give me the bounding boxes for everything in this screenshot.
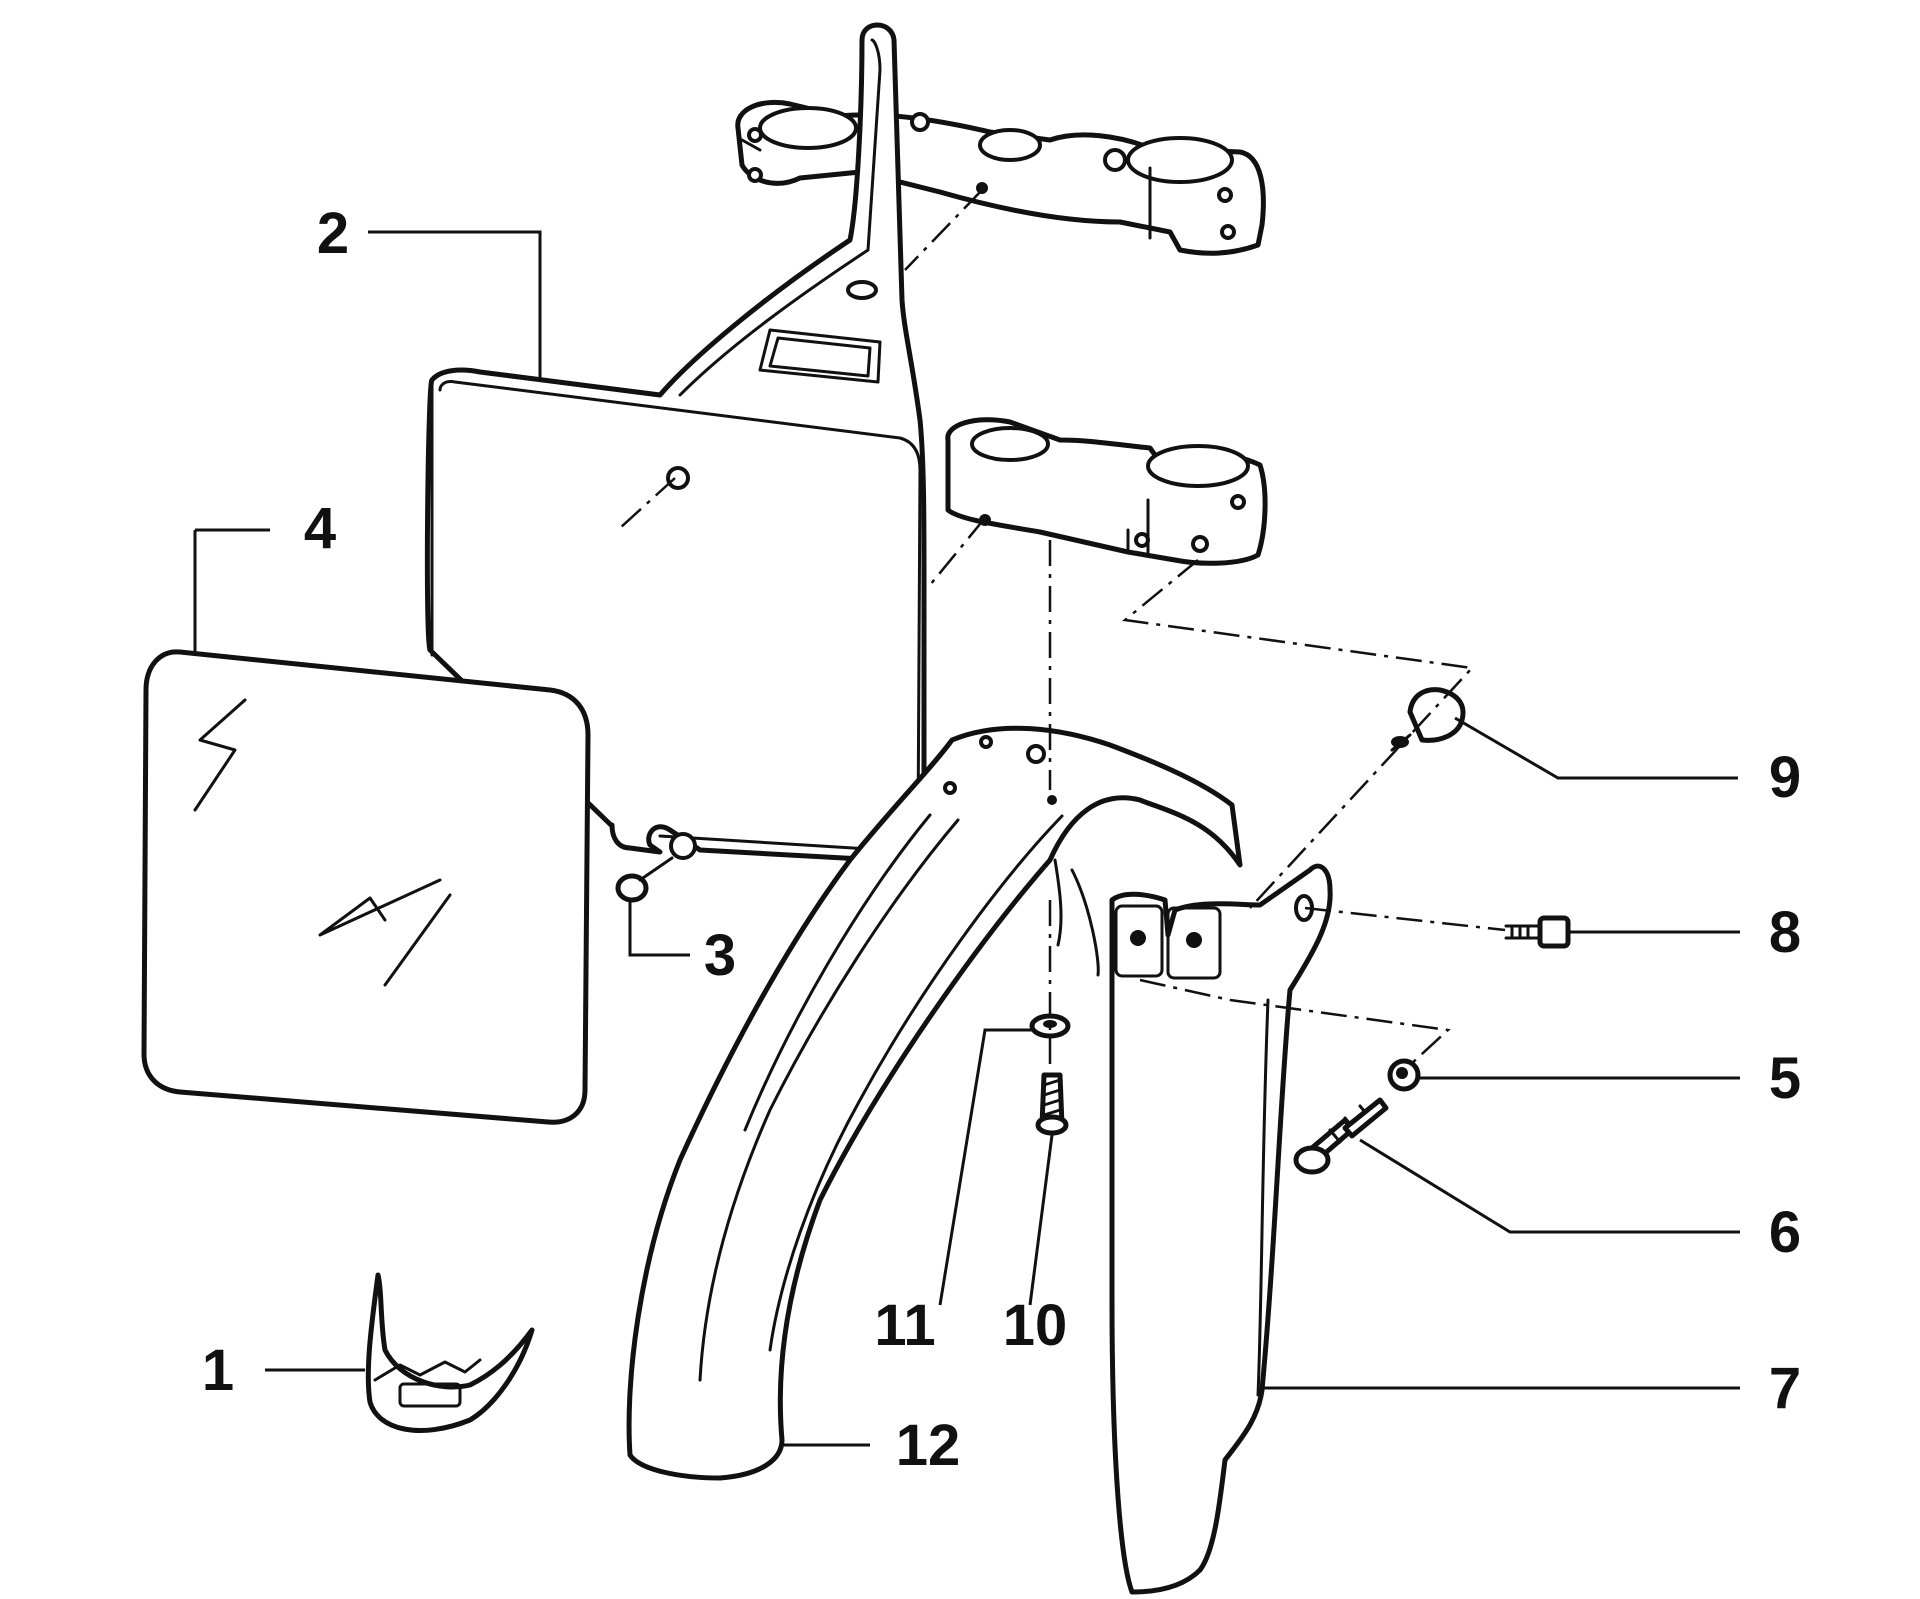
plate-screw (615, 856, 674, 903)
assembly-axes (619, 189, 1506, 1070)
callout-4: 4 (304, 496, 336, 561)
front-mudguard (626, 725, 1243, 1481)
upper-triple-clamp (735, 100, 1266, 256)
emblem (365, 1272, 535, 1433)
screw-10 (1035, 1072, 1069, 1136)
callout-leaders (193, 230, 1740, 1447)
callout-labels: 1 2 3 4 5 6 7 8 9 10 11 12 (202, 201, 1801, 1478)
callout-2: 2 (317, 201, 349, 266)
callout-9: 9 (1769, 745, 1801, 810)
callout-5: 5 (1769, 1046, 1801, 1111)
callout-11: 11 (874, 1293, 935, 1358)
clear-number-plate (141, 649, 591, 1125)
callout-1: 1 (202, 1338, 234, 1403)
callout-12: 12 (896, 1413, 961, 1478)
lower-triple-clamp (945, 417, 1268, 566)
callout-8: 8 (1769, 900, 1801, 965)
collar-bolt (1390, 687, 1466, 752)
callout-7: 7 (1769, 1356, 1801, 1421)
callout-10: 10 (1003, 1293, 1068, 1358)
fork-guard (1109, 863, 1333, 1595)
long-bolt (1293, 1097, 1389, 1175)
bolt-8 (1504, 915, 1571, 949)
callout-6: 6 (1769, 1200, 1801, 1265)
washer (1387, 1058, 1421, 1092)
callout-3: 3 (704, 923, 736, 988)
